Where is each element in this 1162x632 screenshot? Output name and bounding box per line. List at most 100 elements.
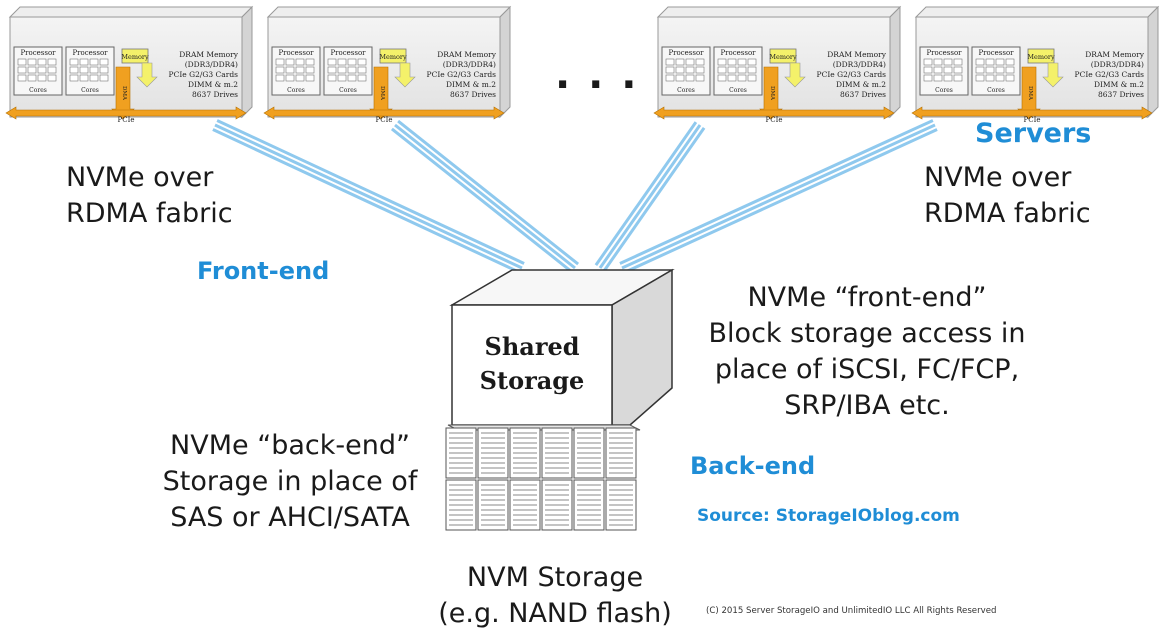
core-cell bbox=[275, 74, 285, 82]
core-cell bbox=[943, 58, 953, 66]
fabric-link-3 bbox=[594, 121, 706, 272]
back-end-desc-line2: Storage in place of bbox=[162, 466, 418, 497]
processor-label: Processor bbox=[720, 49, 756, 57]
server-panel-3: ProcessorCoresProcessorCoresMemoryDMADRA… bbox=[653, 5, 902, 124]
cores-label: Cores bbox=[935, 87, 953, 94]
core-cell bbox=[337, 58, 347, 66]
memory-box bbox=[1027, 48, 1055, 64]
cores-label: Cores bbox=[29, 87, 47, 94]
core-cell bbox=[357, 66, 367, 74]
core-cell bbox=[89, 74, 99, 82]
core-cell bbox=[37, 66, 47, 74]
core-cell bbox=[695, 74, 705, 82]
front-end-desc-line4: SRP/IBA etc. bbox=[784, 390, 950, 421]
pcie-bus-arrow bbox=[263, 106, 505, 120]
fabric-link-2 bbox=[390, 119, 580, 274]
core-cell bbox=[943, 66, 953, 74]
server-spec-line: DIMM & m.2 bbox=[836, 80, 886, 89]
core-cell bbox=[685, 74, 695, 82]
core-cell bbox=[99, 74, 109, 82]
core-cell bbox=[953, 58, 963, 66]
back-end-desc-line3: SAS or AHCI/SATA bbox=[170, 502, 410, 533]
core-cell bbox=[665, 74, 675, 82]
front-end-desc-line1: NVMe “front-end” bbox=[747, 282, 987, 313]
server-spec-line: PCIe G2/G3 Cards bbox=[1075, 70, 1145, 79]
server-spec-line: (DDR3/DDR4) bbox=[833, 60, 886, 69]
core-cell bbox=[985, 58, 995, 66]
core-cell bbox=[953, 74, 963, 82]
core-cell bbox=[89, 58, 99, 66]
flash-module bbox=[509, 427, 541, 479]
shared-storage-cube bbox=[447, 268, 675, 431]
memory-box bbox=[121, 48, 149, 64]
core-cell bbox=[295, 58, 305, 66]
flash-module bbox=[605, 479, 637, 531]
core-cell bbox=[933, 66, 943, 74]
core-cell bbox=[79, 58, 89, 66]
memory-arrow-icon bbox=[136, 62, 158, 88]
flash-module bbox=[445, 479, 477, 531]
server-panel-2: ProcessorCoresProcessorCoresMemoryDMADRA… bbox=[263, 5, 512, 124]
servers-label: Servers bbox=[975, 118, 1092, 149]
core-cell bbox=[305, 74, 315, 82]
server-spec-line: (DDR3/DDR4) bbox=[443, 60, 496, 69]
memory-box bbox=[769, 48, 797, 64]
server-row: ProcessorCoresProcessorCoresMemoryDMADRA… bbox=[5, 5, 1160, 124]
shared-storage-line2: Storage bbox=[479, 366, 585, 395]
core-cell bbox=[727, 66, 737, 74]
nvme-over-rdma-right-line1: NVMe over bbox=[924, 162, 1072, 193]
core-cell bbox=[985, 74, 995, 82]
core-cell bbox=[933, 74, 943, 82]
core-cell bbox=[665, 66, 675, 74]
cores-label: Cores bbox=[677, 87, 695, 94]
dma-label: DMA bbox=[121, 86, 127, 101]
core-cell bbox=[675, 66, 685, 74]
core-cell bbox=[337, 66, 347, 74]
core-cell bbox=[47, 66, 57, 74]
processor-label: Processor bbox=[72, 49, 108, 57]
core-cell bbox=[737, 58, 747, 66]
pcie-label: PCIe bbox=[118, 116, 135, 124]
core-cell bbox=[923, 74, 933, 82]
core-cell bbox=[923, 58, 933, 66]
memory-box bbox=[379, 48, 407, 64]
core-cell bbox=[327, 58, 337, 66]
pcie-label: PCIe bbox=[376, 116, 393, 124]
core-cell bbox=[285, 74, 295, 82]
core-cell bbox=[27, 58, 37, 66]
core-cell bbox=[275, 58, 285, 66]
server-spec-line: DIMM & m.2 bbox=[1094, 80, 1144, 89]
core-cell bbox=[69, 74, 79, 82]
core-cell bbox=[695, 58, 705, 66]
cores-label: Cores bbox=[987, 87, 1005, 94]
core-cell bbox=[37, 58, 47, 66]
core-cell bbox=[995, 66, 1005, 74]
front-end-desc-line3: place of iSCSI, FC/FCP, bbox=[714, 354, 1020, 385]
server-spec-line: (DDR3/DDR4) bbox=[1091, 60, 1144, 69]
server-ellipsis: . . . bbox=[555, 52, 639, 98]
processor-label: Processor bbox=[20, 49, 56, 57]
fabric-link-1 bbox=[212, 119, 525, 274]
core-cell bbox=[37, 74, 47, 82]
core-cell bbox=[675, 74, 685, 82]
core-cell bbox=[89, 66, 99, 74]
core-cell bbox=[747, 58, 757, 66]
flash-module bbox=[477, 479, 509, 531]
flash-module bbox=[573, 427, 605, 479]
core-cell bbox=[79, 66, 89, 74]
core-cell bbox=[99, 58, 109, 66]
server-spec-line: DRAM Memory bbox=[179, 50, 238, 59]
core-cell bbox=[47, 74, 57, 82]
memory-arrow-icon bbox=[394, 62, 416, 88]
core-cell bbox=[975, 66, 985, 74]
core-cell bbox=[17, 74, 27, 82]
core-cell bbox=[933, 58, 943, 66]
server-spec-line: DRAM Memory bbox=[1085, 50, 1144, 59]
core-cell bbox=[285, 58, 295, 66]
core-cell bbox=[727, 58, 737, 66]
processor-label: Processor bbox=[668, 49, 704, 57]
